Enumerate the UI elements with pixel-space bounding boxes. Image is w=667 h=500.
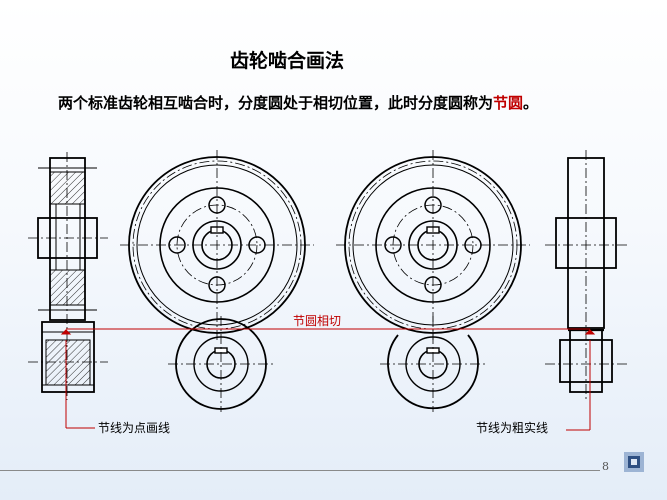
left-section-view [28, 152, 108, 400]
page-title: 齿轮啮合画法 [230, 50, 345, 72]
annotations [60, 328, 596, 431]
left-note-label: 节线为点画线 [98, 421, 170, 435]
front-view-right [336, 150, 530, 412]
subtitle-end: 。 [523, 94, 539, 112]
front-view-left [120, 150, 314, 412]
tangent-label: 节圆相切 [293, 314, 341, 328]
slide-logo-icon [624, 452, 644, 472]
subtitle-main: 两个标准齿轮相互啮合时，分度圆处于相切位置，此时分度圆称为 [58, 94, 494, 112]
subtitle-highlight: 节圆 [493, 94, 524, 112]
right-note-label: 节线为粗实线 [476, 420, 548, 435]
right-outside-view [545, 150, 628, 402]
page-number: 8 [602, 460, 609, 473]
footer-divider [0, 470, 600, 471]
subtitle: 两个标准齿轮相互啮合时，分度圆处于相切位置，此时分度圆称为节圆。 [58, 92, 538, 113]
